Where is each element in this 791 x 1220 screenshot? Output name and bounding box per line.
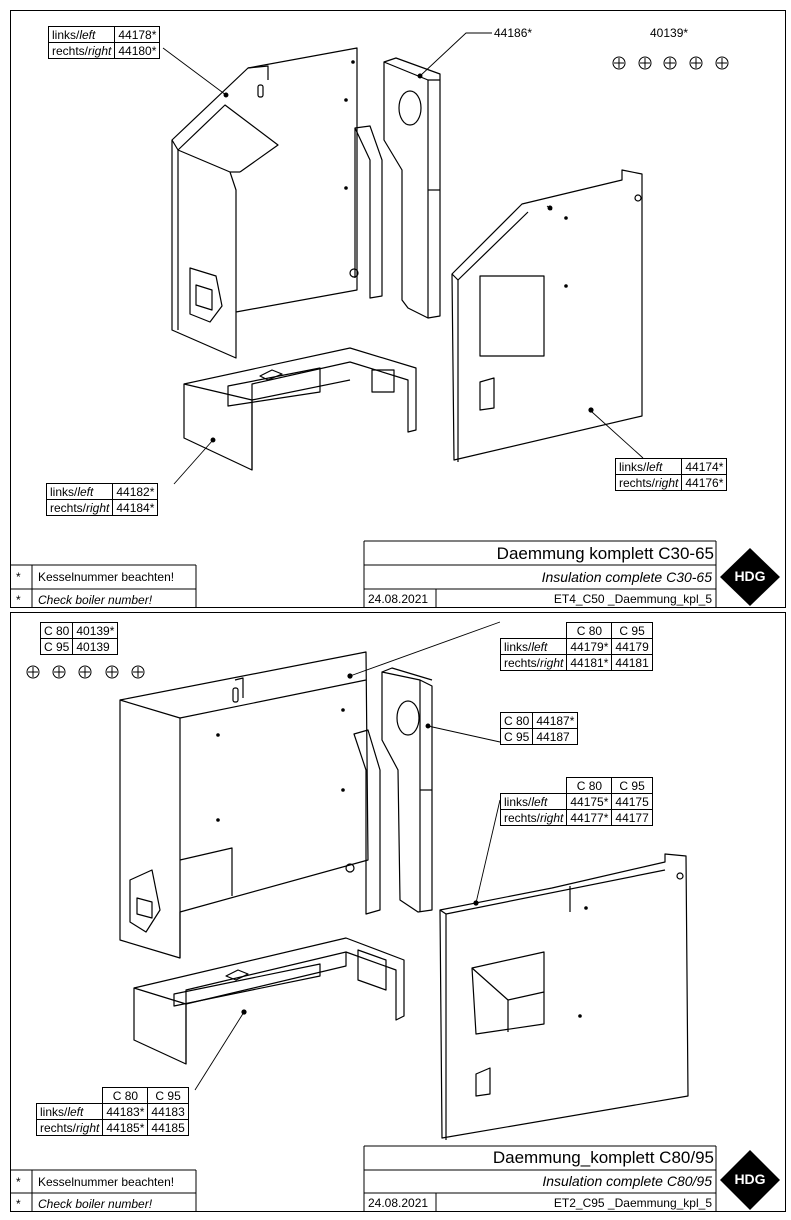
bottom-date: 24.08.2021 <box>368 1196 429 1210</box>
bottom-flue-plate-drawing <box>381 667 433 913</box>
top-note-en: Check boiler number! <box>38 593 153 607</box>
top-title-de: Daemmung komplett C30-65 <box>496 544 714 563</box>
top-titleblock-lines <box>10 540 717 608</box>
hdg-logo-bottom <box>720 1150 780 1210</box>
bottom-drawing-frame <box>10 612 786 1212</box>
bottom-title-de: Daemmung_komplett C80/95 <box>492 1148 714 1167</box>
bottom-front-panel-drawing <box>439 853 689 1140</box>
bottom-note-de: Kesselnummer beachten! <box>38 1175 175 1189</box>
top-date: 24.08.2021 <box>368 592 429 606</box>
top-note-de: Kesselnummer beachten! <box>38 570 175 584</box>
bottom-note-star-1: * <box>16 1175 21 1189</box>
top-base-channel-drawing <box>183 347 417 471</box>
top-note-star-1: * <box>16 570 21 584</box>
top-side-panel-drawing <box>171 47 383 359</box>
top-hdg-logo-text: HDG <box>734 568 766 584</box>
bottom-title-en: Insulation complete C80/95 <box>542 1173 712 1189</box>
top-flue-part-number: 44186* <box>494 26 533 40</box>
top-screw-part-number: 40139* <box>650 26 689 40</box>
top-title-en: Insulation complete C30-65 <box>541 569 712 585</box>
bottom-screws-drawing <box>26 665 145 679</box>
top-front-panel-drawing <box>451 169 643 462</box>
hdg-logo-top <box>720 548 780 606</box>
top-drawing-number: ET4_C50 _Daemmung_kpl_5 <box>553 592 712 606</box>
bottom-back-plate-drawing <box>119 651 381 959</box>
top-flue-plate-drawing <box>383 57 441 319</box>
bottom-note-star-2: * <box>16 1197 21 1211</box>
bottom-hdg-logo-text: HDG <box>734 1171 766 1187</box>
top-drawing-frame <box>10 10 786 608</box>
bottom-drawing-number: ET2_C95 _Daemmung_kpl_5 <box>553 1196 712 1210</box>
bottom-base-channel-drawing <box>133 937 405 1065</box>
top-leader-lines <box>162 32 644 485</box>
top-screws-drawing <box>612 56 729 70</box>
top-note-star-2: * <box>16 593 21 607</box>
bottom-leader-lines <box>194 621 501 1091</box>
bottom-titleblock-lines <box>10 1145 717 1212</box>
bottom-note-en: Check boiler number! <box>38 1197 153 1211</box>
